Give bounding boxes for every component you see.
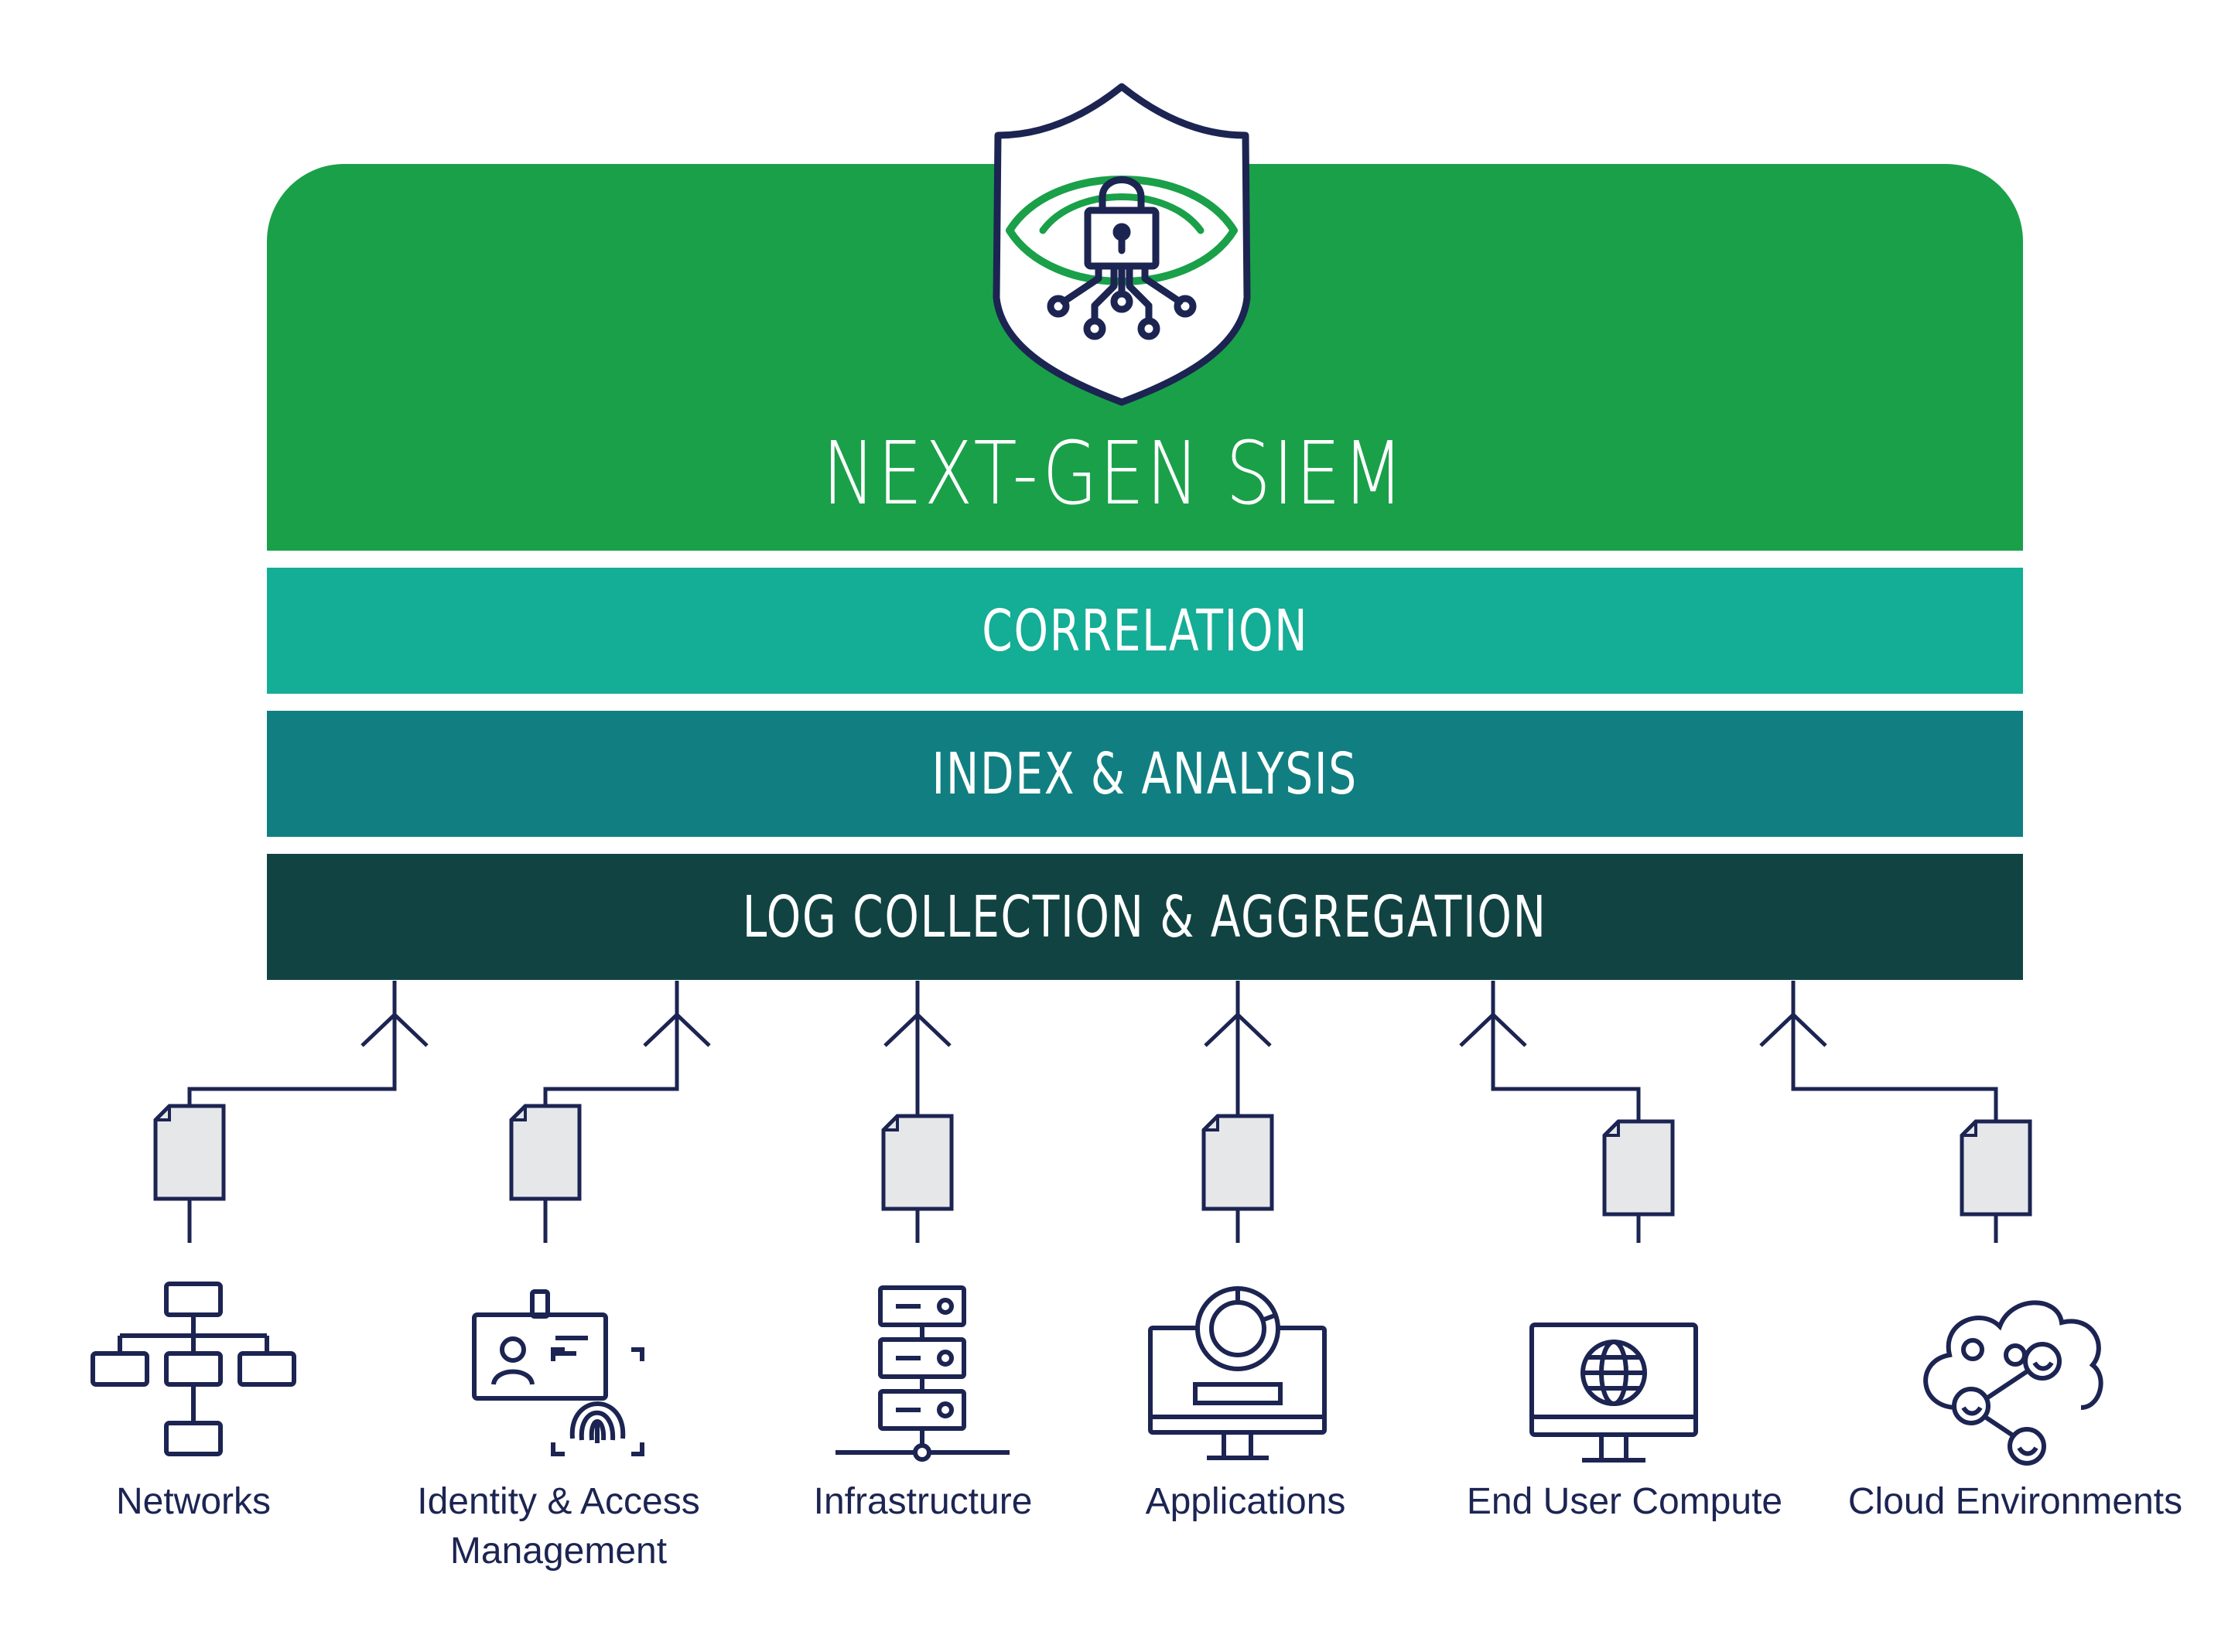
layer-correlation-label: CORRELATION: [982, 597, 1308, 664]
layer-log-collection: LOG COLLECTION & AGGREGATION: [267, 854, 2023, 980]
layer-index-analysis-label: INDEX & ANALYSIS: [931, 740, 1358, 807]
source-label-identity-line1: Identity & Access: [417, 1481, 700, 1522]
document-fold: [1962, 1121, 1977, 1137]
document-fold: [155, 1106, 171, 1121]
source-label-cloud: Cloud Environments: [1847, 1481, 2183, 1522]
source-label-applications: Applications: [1145, 1481, 1346, 1522]
connector-line: [543, 981, 679, 1106]
document-fold: [511, 1106, 527, 1121]
connector-line: [187, 981, 397, 1106]
document-fold: [1604, 1121, 1620, 1137]
document-fold: [883, 1116, 899, 1131]
siem-title: NEXT-GEN SIEM: [822, 424, 1406, 524]
layer-index-analysis: INDEX & ANALYSIS: [267, 711, 2023, 837]
network-hierarchy-icon: [91, 1282, 296, 1456]
monitor-chart-icon: [1148, 1286, 1327, 1460]
connector-line: [1791, 981, 1998, 1121]
cloud-network-icon: [1923, 1300, 2103, 1466]
source-label-networks: Networks: [115, 1481, 272, 1522]
shield-eye-lock-icon: [993, 83, 1251, 406]
layer-correlation: CORRELATION: [267, 568, 2023, 694]
source-label-identity: Identity & Access Management: [357, 1477, 760, 1576]
connector-line: [1491, 981, 1641, 1121]
source-label-end-user-compute: End User Compute: [1466, 1481, 1783, 1522]
id-badge-fingerprint-icon: [472, 1289, 644, 1456]
source-label-identity-line2: Management: [449, 1531, 668, 1572]
monitor-globe-icon: [1529, 1323, 1698, 1463]
source-label-infrastructure: Infrastructure: [813, 1481, 1033, 1522]
server-rack-icon: [836, 1285, 1010, 1462]
document-fold: [1204, 1116, 1219, 1131]
layer-log-collection-label: LOG COLLECTION & AGGREGATION: [743, 883, 1547, 951]
